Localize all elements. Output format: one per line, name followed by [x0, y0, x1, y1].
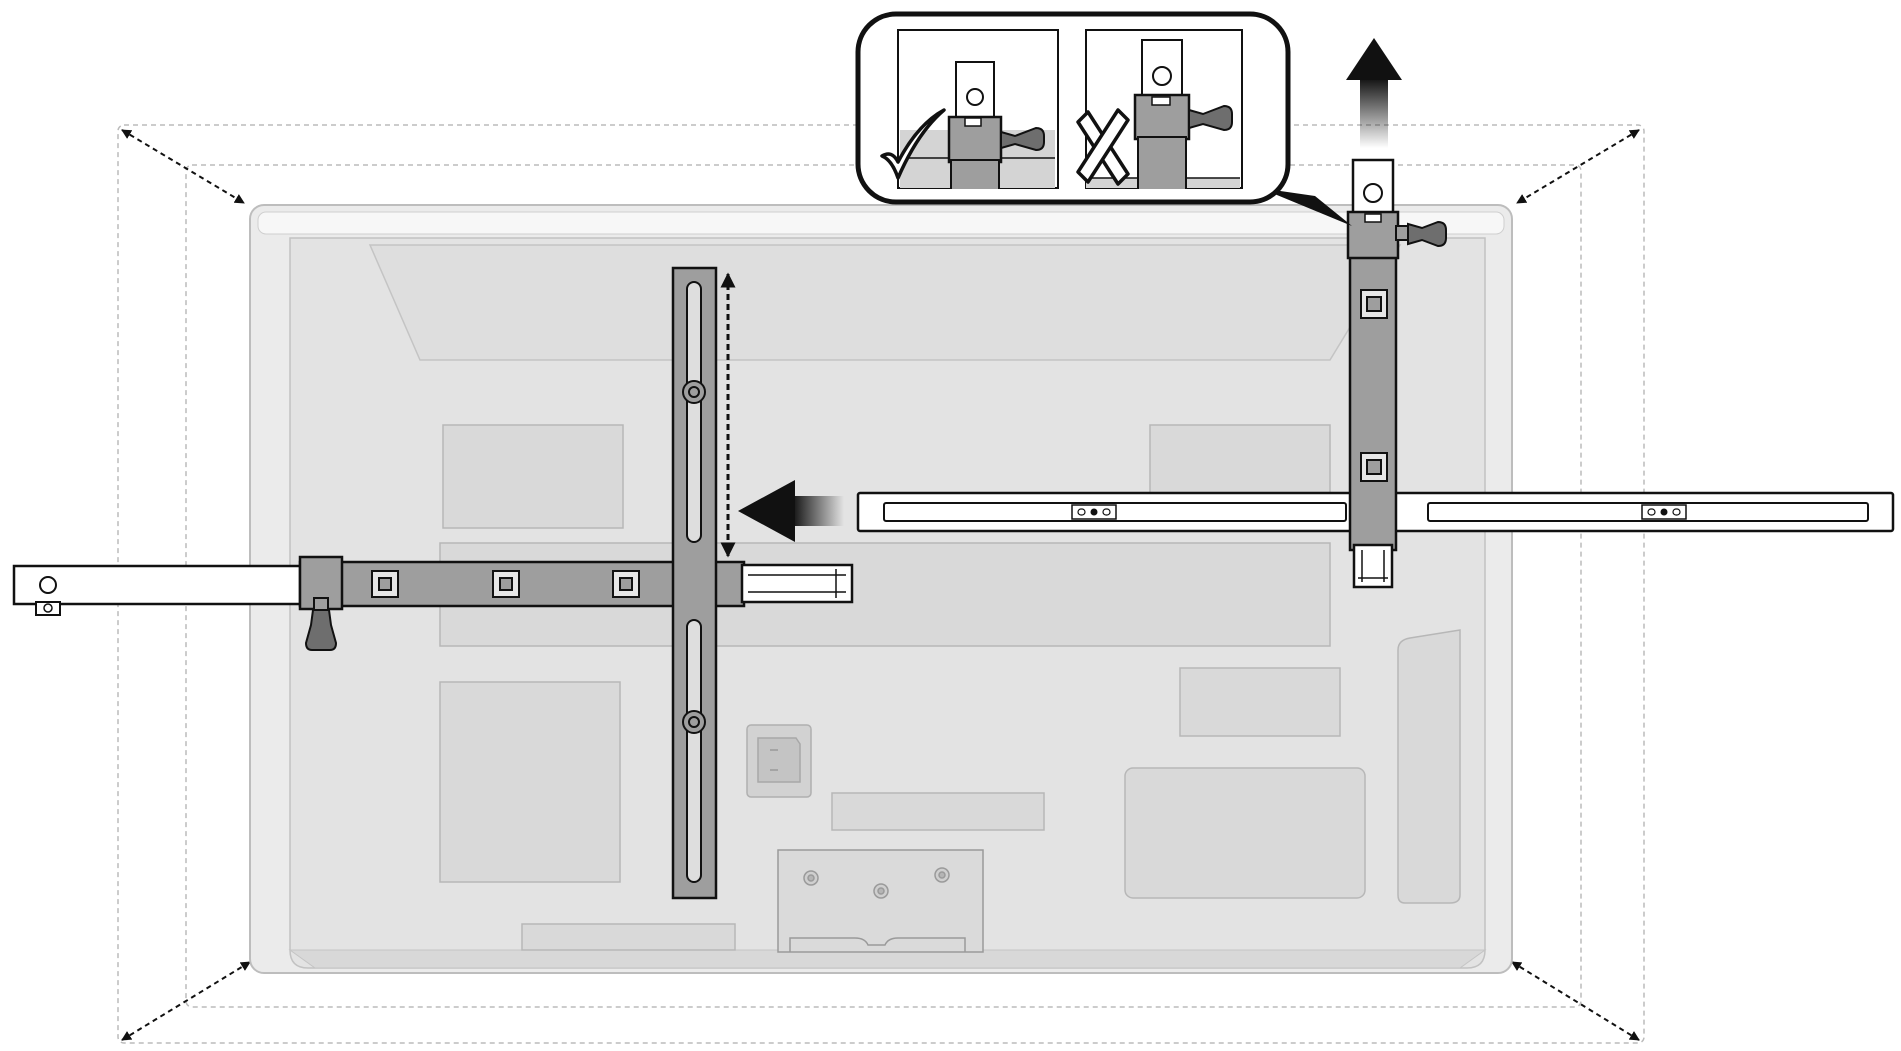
panel-block — [831, 792, 1045, 831]
panel-block — [521, 923, 736, 951]
bracket-slots — [371, 570, 640, 598]
rail-latch — [1641, 504, 1687, 520]
check-mark-icon — [880, 108, 946, 180]
panel-block — [1397, 629, 1461, 904]
bracket-slots — [1360, 289, 1388, 482]
plate-bolt — [682, 710, 706, 734]
vertical-bracket-plate — [671, 266, 718, 900]
lock-knob — [304, 597, 338, 651]
panel-block — [442, 424, 624, 529]
rail-latch — [1071, 504, 1117, 520]
tv-lower-bevel — [288, 949, 1487, 969]
corner-arrows — [121, 129, 1640, 1041]
vertical-hook-arm — [1346, 158, 1447, 589]
corner-arrow-bottom-right — [1511, 961, 1640, 1041]
tv-upper-trapezoid — [368, 244, 1402, 361]
callout-inset — [855, 11, 1352, 226]
corner-arrow-bottom-left — [121, 961, 251, 1041]
tv-top-bevel — [257, 211, 1505, 235]
inset-panel-correct — [880, 29, 1059, 189]
tv-back — [249, 204, 1513, 974]
horizontal-bracket-arm — [298, 555, 854, 651]
stand-plate — [777, 849, 984, 953]
rail-hole — [39, 576, 57, 594]
panel-block — [1179, 667, 1341, 737]
power-socket — [746, 724, 812, 798]
panel-block — [1124, 767, 1366, 899]
corner-arrow-top-right — [1516, 129, 1640, 204]
lock-knob — [1395, 220, 1447, 248]
panel-block — [439, 681, 621, 883]
left-extension-rail — [12, 564, 308, 616]
inset-panel-wrong — [1076, 29, 1243, 189]
plate-bolt — [682, 380, 706, 404]
x-mark-icon — [1076, 108, 1130, 186]
right-rail-extension — [740, 563, 854, 604]
slide-left-arrow — [738, 480, 844, 542]
lift-up-arrow — [1346, 38, 1402, 148]
corner-arrow-top-left — [121, 129, 245, 204]
